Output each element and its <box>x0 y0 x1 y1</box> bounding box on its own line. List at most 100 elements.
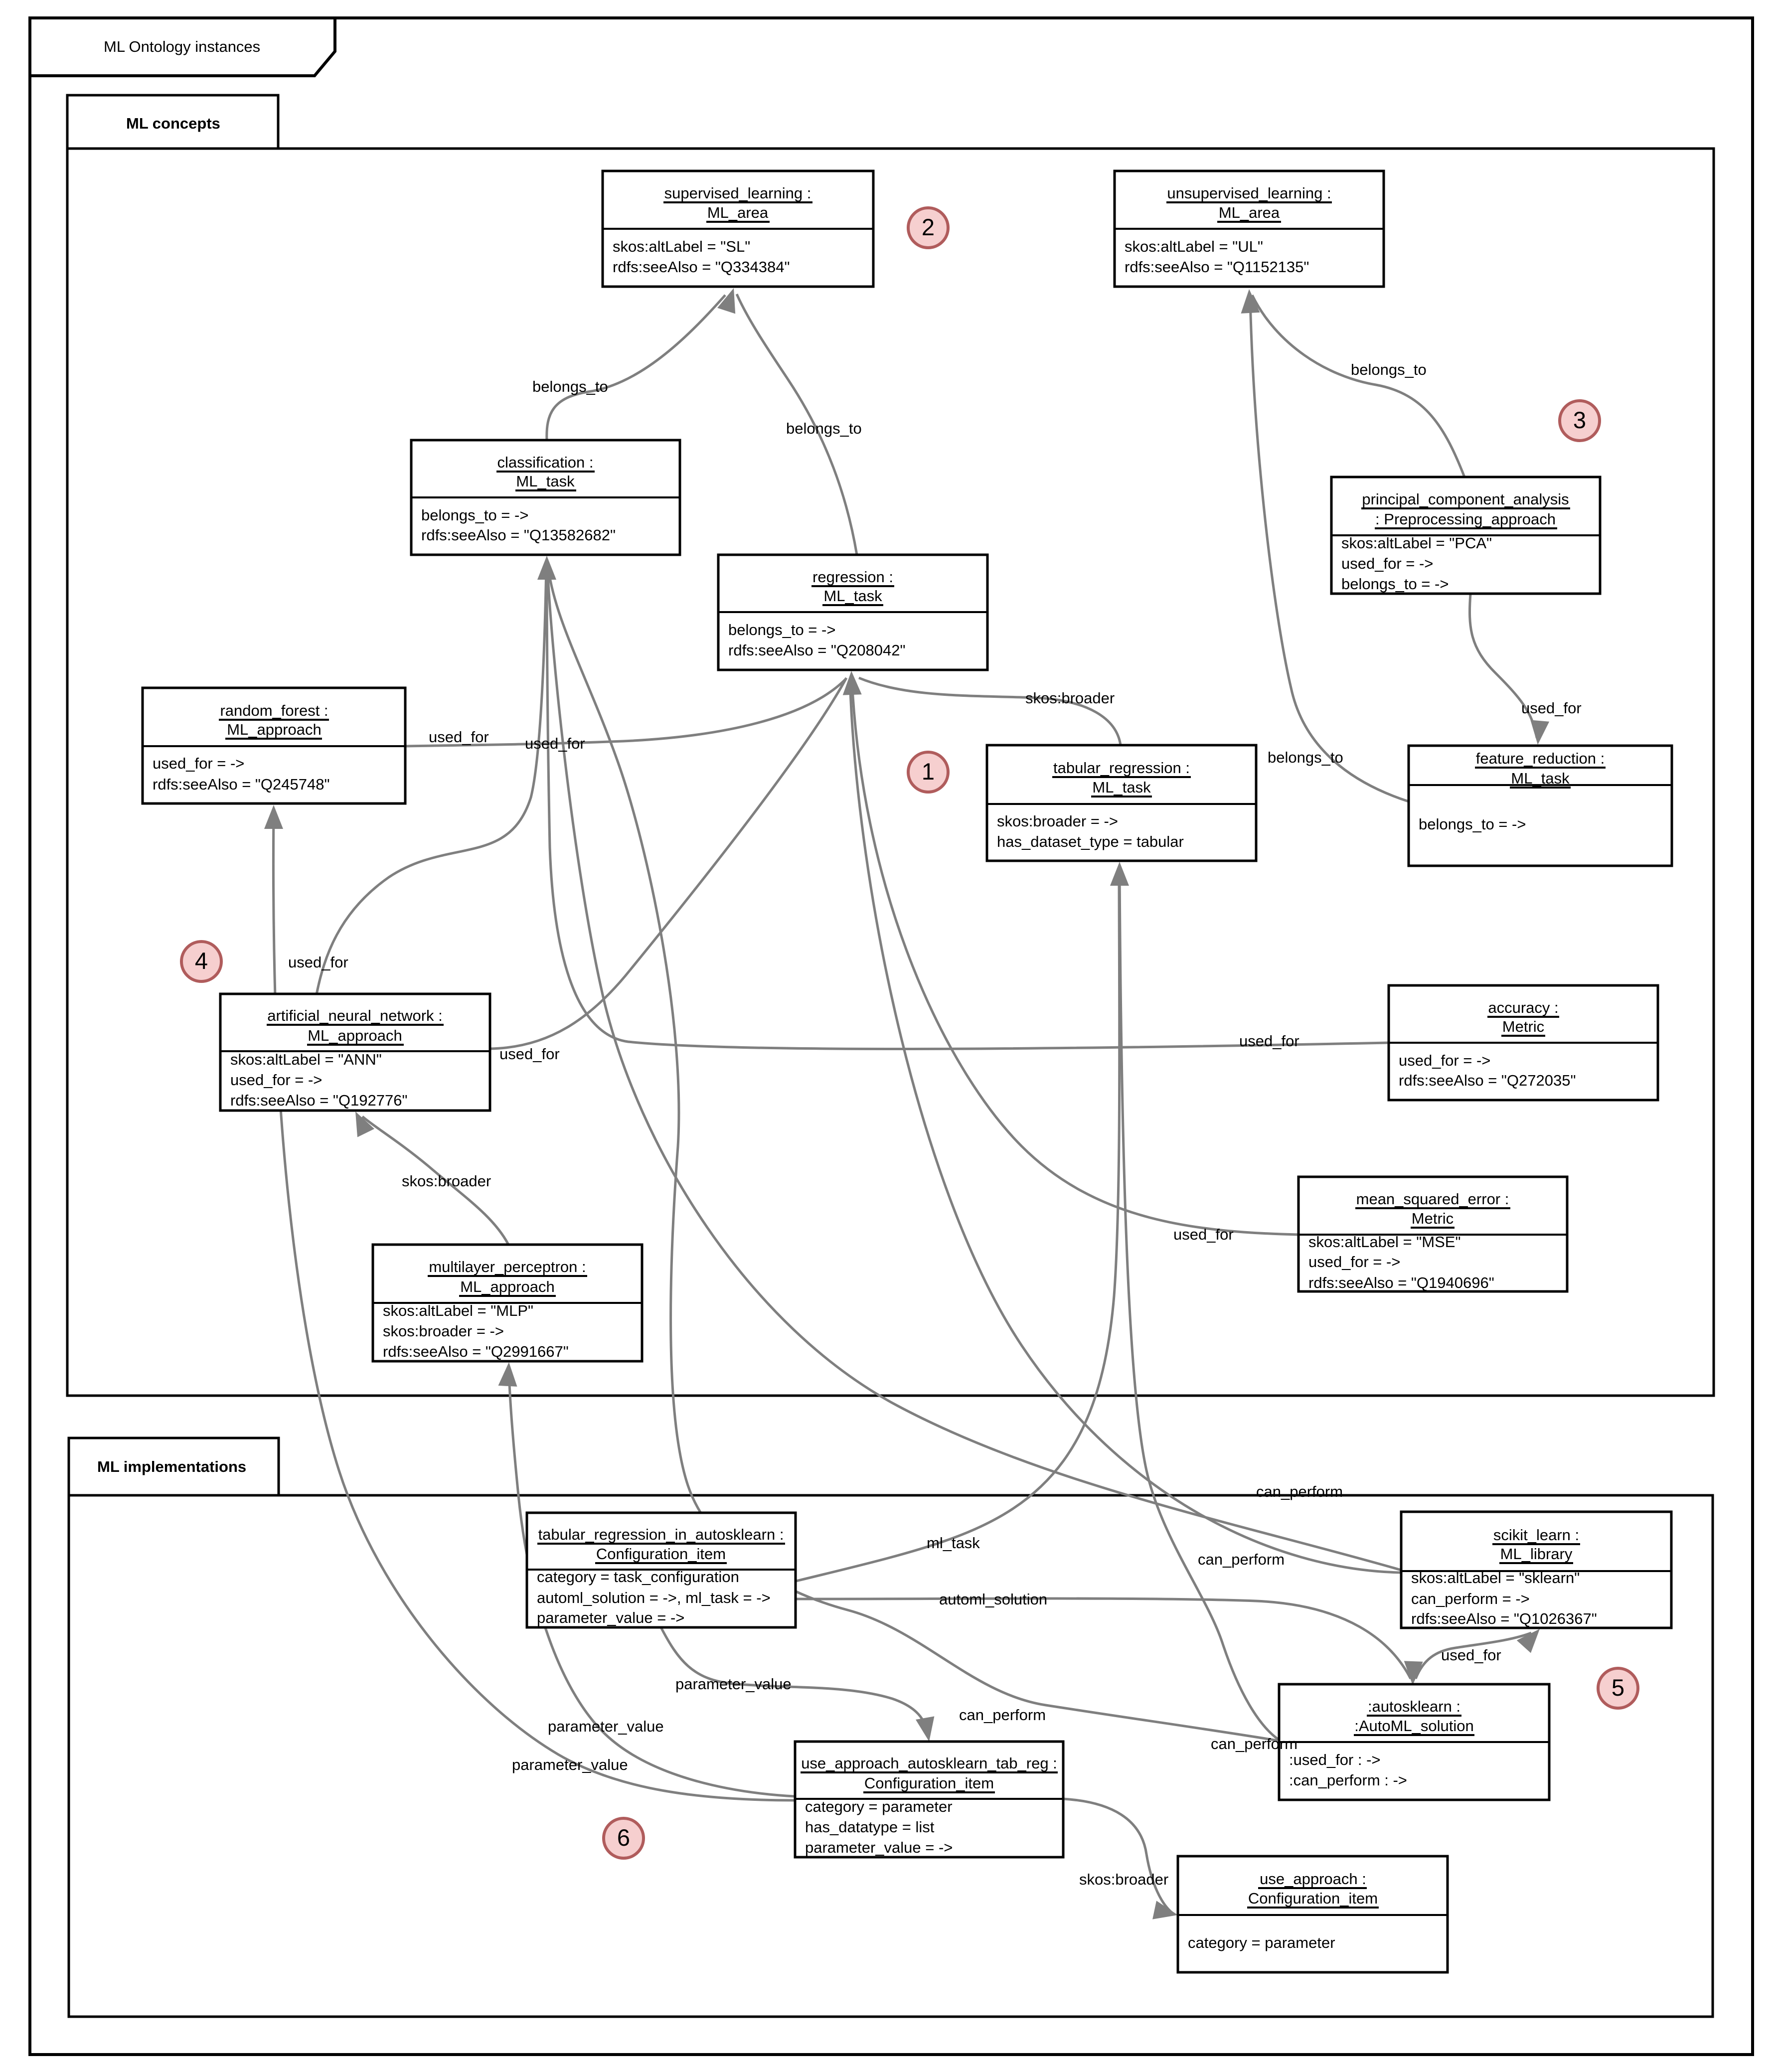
svg-text:accuracy :: accuracy : <box>1488 999 1558 1016</box>
svg-text:ML_area: ML_area <box>1219 204 1280 221</box>
svg-text:can_perform: can_perform <box>1256 1483 1343 1500</box>
svg-text:skos:broader = ->: skos:broader = -> <box>383 1322 504 1340</box>
svg-text:ML_approach: ML_approach <box>308 1027 402 1044</box>
svg-text:belongs_to: belongs_to <box>1351 361 1427 378</box>
svg-text:rdfs:seeAlso = "Q2991667": rdfs:seeAlso = "Q2991667" <box>383 1343 569 1360</box>
svg-text:rdfs:seeAlso = "Q334384": rdfs:seeAlso = "Q334384" <box>613 258 790 276</box>
svg-text:rdfs:seeAlso = "Q1026367": rdfs:seeAlso = "Q1026367" <box>1411 1610 1597 1627</box>
svg-text:3: 3 <box>1573 407 1586 433</box>
svg-text:can_perform: can_perform <box>959 1706 1046 1724</box>
svg-text:used_for = ->: used_for = -> <box>1308 1253 1400 1271</box>
svg-text:used_for: used_for <box>1173 1226 1234 1243</box>
svg-text:used_for = ->: used_for = -> <box>153 755 244 772</box>
svg-text:can_perform: can_perform <box>1211 1735 1297 1753</box>
svg-text:belongs_to: belongs_to <box>1268 749 1343 766</box>
svg-text:ML_library: ML_library <box>1500 1545 1573 1563</box>
svg-text:ML_task: ML_task <box>1511 770 1570 787</box>
svg-text:parameter_value: parameter_value <box>548 1718 664 1735</box>
svg-text:: Preprocessing_approach: : Preprocessing_approach <box>1375 510 1556 528</box>
svg-text:used_for = ->: used_for = -> <box>1399 1052 1490 1069</box>
svg-text:mean_squared_error :: mean_squared_error : <box>1356 1190 1509 1208</box>
svg-text:has_dataset_type = tabular: has_dataset_type = tabular <box>997 833 1184 850</box>
svg-text:classification :: classification : <box>497 454 594 471</box>
svg-text:supervised_learning :: supervised_learning : <box>664 184 811 202</box>
svg-text:used_for = ->: used_for = -> <box>230 1071 322 1089</box>
svg-text:ML_task: ML_task <box>1092 779 1151 796</box>
svg-text:rdfs:seeAlso = "Q1152135": rdfs:seeAlso = "Q1152135" <box>1125 258 1309 276</box>
svg-text:belongs_to: belongs_to <box>532 378 608 395</box>
svg-text::autosklearn :: :autosklearn : <box>1368 1698 1460 1715</box>
svg-text::used_for : ->: :used_for : -> <box>1289 1751 1381 1768</box>
svg-text:belongs_to = ->: belongs_to = -> <box>1419 815 1526 833</box>
svg-text:Configuration_item: Configuration_item <box>864 1774 994 1792</box>
svg-text:2: 2 <box>922 214 935 240</box>
svg-text:use_approach_autosklearn_tab_r: use_approach_autosklearn_tab_reg : <box>801 1754 1057 1772</box>
svg-text:belongs_to = ->: belongs_to = -> <box>421 506 528 524</box>
svg-text:ML implementations: ML implementations <box>97 1458 246 1475</box>
svg-text:belongs_to = ->: belongs_to = -> <box>1341 575 1449 593</box>
svg-text:1: 1 <box>922 758 935 785</box>
svg-text:ML_approach: ML_approach <box>460 1278 555 1295</box>
svg-text:ML concepts: ML concepts <box>126 115 220 132</box>
svg-text:skos:broader: skos:broader <box>1079 1871 1168 1888</box>
svg-text:rdfs:seeAlso = "Q208042": rdfs:seeAlso = "Q208042" <box>728 641 905 659</box>
svg-text:category = parameter: category = parameter <box>1188 1934 1335 1951</box>
svg-text:Metric: Metric <box>1502 1018 1544 1035</box>
svg-text:unsupervised_learning :: unsupervised_learning : <box>1167 184 1331 202</box>
svg-text::AutoML_solution: :AutoML_solution <box>1354 1717 1474 1735</box>
svg-text:skos:broader = ->: skos:broader = -> <box>997 812 1118 830</box>
svg-text:Metric: Metric <box>1412 1210 1454 1227</box>
svg-text:random_forest :: random_forest : <box>220 702 328 719</box>
svg-text:rdfs:seeAlso = "Q1940696": rdfs:seeAlso = "Q1940696" <box>1308 1274 1494 1291</box>
svg-text:Configuration_item: Configuration_item <box>596 1545 726 1563</box>
svg-text:ML_task: ML_task <box>516 473 575 490</box>
svg-text:used_for: used_for <box>1521 699 1582 717</box>
svg-text:tabular_regression :: tabular_regression : <box>1053 759 1190 777</box>
svg-text::can_perform : ->: :can_perform : -> <box>1289 1771 1407 1789</box>
svg-text:ml_task: ml_task <box>927 1534 980 1552</box>
svg-text:skos:altLabel = "UL": skos:altLabel = "UL" <box>1125 238 1263 255</box>
svg-text:regression :: regression : <box>812 568 893 586</box>
svg-text:used_for: used_for <box>1441 1646 1501 1664</box>
svg-text:ML_area: ML_area <box>707 204 769 221</box>
svg-text:multilayer_perceptron :: multilayer_perceptron : <box>429 1258 586 1275</box>
svg-text:Configuration_item: Configuration_item <box>1248 1890 1378 1907</box>
svg-text:rdfs:seeAlso = "Q192776": rdfs:seeAlso = "Q192776" <box>230 1092 407 1109</box>
svg-text:can_perform = ->: can_perform = -> <box>1411 1590 1530 1607</box>
svg-text:skos:altLabel = "sklearn": skos:altLabel = "sklearn" <box>1411 1569 1580 1587</box>
svg-text:ML_task: ML_task <box>823 587 882 605</box>
svg-text:use_approach :: use_approach : <box>1260 1870 1366 1888</box>
svg-text:can_perform: can_perform <box>1198 1551 1285 1568</box>
svg-text:ML Ontology instances: ML Ontology instances <box>104 38 260 55</box>
svg-text:used_for: used_for <box>499 1045 560 1063</box>
svg-text:principal_component_analysis: principal_component_analysis <box>1362 490 1569 508</box>
svg-text:scikit_learn :: scikit_learn : <box>1493 1526 1579 1544</box>
svg-text:parameter_value: parameter_value <box>675 1675 792 1693</box>
svg-text:rdfs:seeAlso = "Q245748": rdfs:seeAlso = "Q245748" <box>153 776 329 793</box>
svg-text:4: 4 <box>195 948 208 974</box>
svg-text:used_for: used_for <box>429 728 489 746</box>
svg-text:automl_solution = ->, ml_task: automl_solution = ->, ml_task = -> <box>537 1589 771 1606</box>
svg-text:6: 6 <box>617 1824 630 1851</box>
svg-text:skos:altLabel = "ANN": skos:altLabel = "ANN" <box>230 1051 382 1068</box>
svg-text:tabular_regression_in_autoskle: tabular_regression_in_autosklearn : <box>538 1526 784 1543</box>
svg-text:used_for = ->: used_for = -> <box>1341 555 1433 572</box>
svg-text:parameter_value = ->: parameter_value = -> <box>537 1609 684 1626</box>
svg-text:skos:altLabel = "PCA": skos:altLabel = "PCA" <box>1341 534 1492 552</box>
svg-text:artificial_neural_network :: artificial_neural_network : <box>267 1007 443 1024</box>
svg-text:skos:broader: skos:broader <box>402 1172 491 1190</box>
svg-text:used_for: used_for <box>288 954 348 971</box>
svg-text:skos:broader: skos:broader <box>1025 689 1115 707</box>
svg-text:rdfs:seeAlso = "Q13582682": rdfs:seeAlso = "Q13582682" <box>421 526 616 544</box>
svg-text:skos:altLabel = "MLP": skos:altLabel = "MLP" <box>383 1302 533 1319</box>
svg-text:used_for: used_for <box>525 735 585 752</box>
svg-text:parameter_value: parameter_value <box>512 1756 628 1773</box>
svg-text:rdfs:seeAlso = "Q272035": rdfs:seeAlso = "Q272035" <box>1399 1072 1576 1089</box>
svg-text:skos:altLabel = "MSE": skos:altLabel = "MSE" <box>1308 1233 1460 1251</box>
svg-text:used_for: used_for <box>1239 1032 1299 1050</box>
svg-text:feature_reduction :: feature_reduction : <box>1476 750 1605 767</box>
svg-text:skos:altLabel = "SL": skos:altLabel = "SL" <box>613 238 750 255</box>
svg-text:category = task_configuration: category = task_configuration <box>537 1568 739 1586</box>
svg-text:belongs_to: belongs_to <box>786 420 862 437</box>
svg-text:automl_solution: automl_solution <box>939 1591 1047 1608</box>
